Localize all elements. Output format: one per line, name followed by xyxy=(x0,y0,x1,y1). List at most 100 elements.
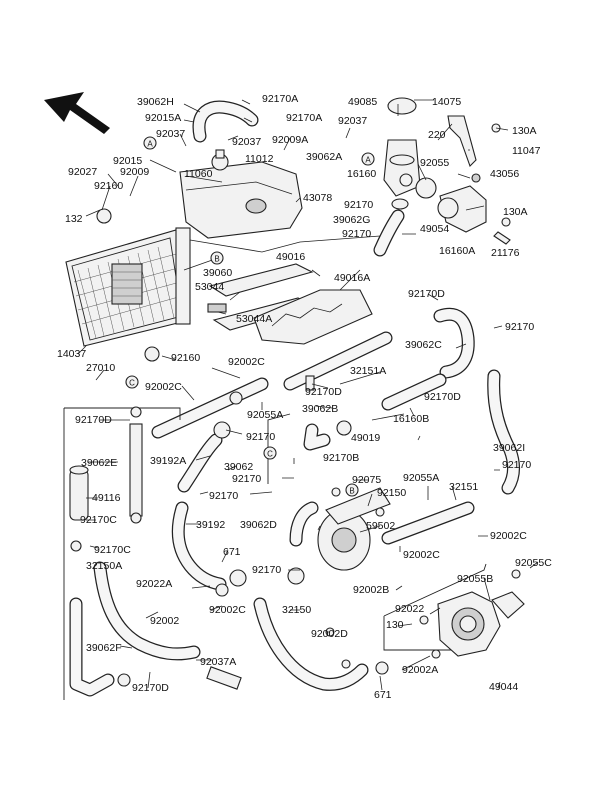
upper-hose-set xyxy=(373,209,521,495)
part-label: 92075 xyxy=(352,474,381,486)
part-label: 11012 xyxy=(245,153,274,165)
part-label: 92170D xyxy=(305,386,342,398)
part-label: 92170 xyxy=(502,459,531,471)
part-label: 92002C xyxy=(209,604,246,616)
part-label: 92002D xyxy=(311,628,348,640)
filler-neck-and-cap xyxy=(383,97,421,210)
part-label: 43056 xyxy=(490,168,519,180)
part-label: 92002C xyxy=(145,381,182,393)
part-label: 39062A xyxy=(306,151,342,163)
part-label: 92037A xyxy=(200,656,236,668)
part-label: 92055A xyxy=(403,472,439,484)
callout-c-pipe: C xyxy=(263,446,277,460)
part-label: 59502 xyxy=(366,520,395,532)
left-boxed-reservoir xyxy=(63,406,242,700)
part-label: 92150 xyxy=(377,487,406,499)
part-label: 92170D xyxy=(75,414,112,426)
part-label: 92002 xyxy=(150,615,179,627)
water-pump-housing xyxy=(383,563,525,659)
part-label: 92170D xyxy=(424,391,461,403)
part-label: 39062H xyxy=(137,96,174,108)
part-label: 92002B xyxy=(353,584,389,596)
part-label: 92170D xyxy=(132,682,169,694)
middle-pipe-assembly xyxy=(283,331,447,451)
part-label: 53044A xyxy=(236,313,272,325)
part-label: 92022 xyxy=(395,603,424,615)
part-label: 39060 xyxy=(203,267,232,279)
part-label: 39062I xyxy=(493,442,525,454)
part-label: 92037 xyxy=(156,128,185,140)
part-label: 92160 xyxy=(94,180,123,192)
part-label: 39062F xyxy=(86,642,122,654)
part-label: 92170A xyxy=(262,93,298,105)
part-label: 32151A xyxy=(350,365,386,377)
part-label: 92009 xyxy=(120,166,149,178)
part-label: 16160A xyxy=(439,245,475,257)
callout-c-radiator: C xyxy=(125,375,139,389)
part-label: 49044 xyxy=(489,681,518,693)
front-direction-arrow-icon xyxy=(44,92,110,134)
part-label: 92170 xyxy=(252,564,281,576)
part-label: 92170 xyxy=(342,228,371,240)
part-label: 16160 xyxy=(347,168,376,180)
part-label: 92170 xyxy=(246,431,275,443)
part-label: 39062G xyxy=(333,214,370,226)
part-label: 130A xyxy=(512,125,537,137)
part-label: 14037 xyxy=(57,348,86,360)
part-label: 11047 xyxy=(512,145,541,157)
radiator-core xyxy=(65,208,191,362)
part-label: 39192 xyxy=(196,519,225,531)
svg-text:B: B xyxy=(214,255,219,264)
left-pipe-assembly xyxy=(151,377,269,591)
part-label: 92170 xyxy=(344,199,373,211)
part-label: 39062D xyxy=(240,519,277,531)
part-label: 671 xyxy=(374,689,392,701)
part-label: 92170 xyxy=(505,321,534,333)
part-label: 92015A xyxy=(145,112,181,124)
part-label: 39062 xyxy=(224,461,253,473)
part-label: 39192A xyxy=(150,455,186,467)
part-label: 92170C xyxy=(80,514,117,526)
part-label: 27010 xyxy=(86,362,115,374)
part-label: 220 xyxy=(428,129,446,141)
callout-b-pump: B xyxy=(345,483,359,497)
radiator-shroud-plates xyxy=(207,263,373,345)
part-label: 39062E xyxy=(81,457,117,469)
part-label: 11060 xyxy=(184,168,213,180)
svg-text:C: C xyxy=(267,450,273,459)
filler-neck-bracket xyxy=(447,115,501,168)
leader-lines xyxy=(77,99,539,691)
part-label: 92055 xyxy=(420,157,449,169)
part-label: 49019 xyxy=(351,432,380,444)
callout-b-radiator: B xyxy=(210,251,224,265)
thermostat-housing xyxy=(415,173,511,245)
part-label: 92002C xyxy=(403,549,440,561)
part-label: 132 xyxy=(65,213,83,225)
part-label: 92009A xyxy=(272,134,308,146)
part-label: 92170 xyxy=(209,490,238,502)
part-label: 92027 xyxy=(68,166,97,178)
part-label: 49016A xyxy=(334,272,370,284)
part-label: 21176 xyxy=(491,247,520,259)
part-label: 49116 xyxy=(92,492,121,504)
part-label: 92170C xyxy=(94,544,131,556)
svg-text:A: A xyxy=(147,140,153,149)
part-label: 32150A xyxy=(86,560,122,572)
part-label: 14075 xyxy=(432,96,461,108)
callout-a-top: A xyxy=(143,136,157,150)
part-label: 49016 xyxy=(276,251,305,263)
part-label: 92002C xyxy=(490,530,527,542)
part-label: 130A xyxy=(503,206,528,218)
part-label: 92037 xyxy=(232,136,261,148)
part-label: 92015 xyxy=(113,155,142,167)
callout-a-neck: A xyxy=(361,152,375,166)
part-label: 49085 xyxy=(348,96,377,108)
lower-hose-set xyxy=(253,597,389,691)
reservoir-tank xyxy=(179,149,303,239)
part-label: 92170A xyxy=(286,112,322,124)
part-label: 32150 xyxy=(282,604,311,616)
part-label: 39062C xyxy=(405,339,442,351)
svg-text:B: B xyxy=(349,487,354,496)
part-label: 39062B xyxy=(302,403,338,415)
